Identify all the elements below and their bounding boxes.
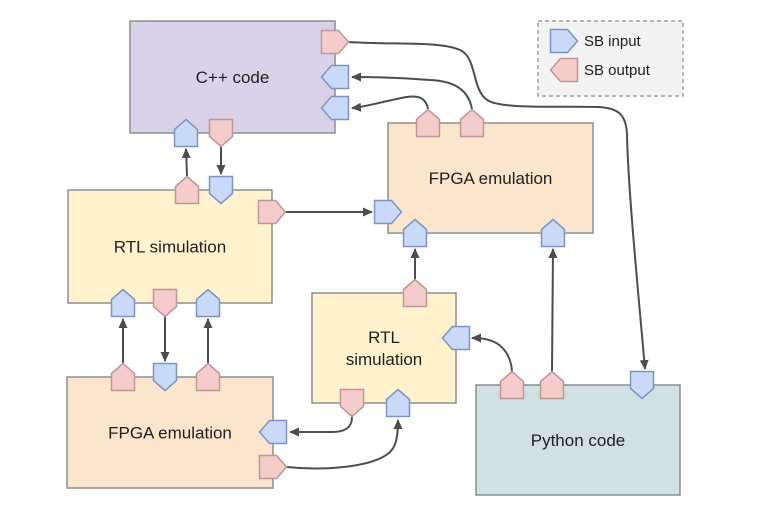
node-fpga-emulation-top: FPGA emulation — [387, 122, 594, 234]
fpgaT-sb-output-top-1-sb-output-icon — [415, 108, 441, 138]
rtlM-sb-output-bottom-sb-output-icon — [339, 388, 365, 418]
rtlL-sb-input-bottom-1-sb-input-icon — [110, 288, 136, 318]
node-cpp-code-box — [129, 20, 336, 134]
node-fpga-emulation-top-label: FPGA emulation — [429, 169, 553, 188]
rtlM-sb-output-top-sb-output-icon — [402, 278, 428, 308]
py-sb-input-top-sb-input-icon — [629, 370, 655, 400]
node-rtl-simulation-mid-label: RTL — [368, 328, 400, 347]
node-cpp-code-label: C++ code — [196, 68, 270, 87]
node-rtl-simulation-left: RTL simulation — [67, 189, 273, 304]
rtlL-sb-output-bottom-sb-output-icon — [152, 288, 178, 318]
edge-py-sb-output-top-2-to-fpgaT-sb-input-bottom-2 — [548, 248, 558, 372]
legend-item-output: SB output — [549, 57, 651, 83]
cpp-sb-input-bottom-sb-input-icon — [173, 118, 199, 148]
legend-item-input: SB input — [549, 28, 642, 54]
node-fpga-emulation-bot: FPGA emulation — [66, 376, 274, 489]
node-rtl-simulation-left-label: RTL simulation — [114, 238, 226, 257]
rtlL-sb-output-top-sb-output-icon — [174, 175, 200, 205]
fpgaT-sb-input-bottom-2-sb-input-icon — [540, 218, 566, 248]
edge-py-sb-output-top-1-to-rtlM-sb-input-right — [471, 333, 513, 372]
node-python-code: Python code — [475, 384, 681, 496]
node-rtl-simulation-mid-box — [311, 292, 457, 404]
rtlL-sb-input-top-sb-input-icon — [208, 175, 234, 205]
fpgaT-sb-input-left-sb-input-icon — [373, 199, 403, 225]
legend: SB input SB output — [537, 20, 684, 97]
legend-item-label: SB input — [584, 33, 642, 50]
py-sb-output-top-1-sb-output-icon — [499, 370, 525, 400]
edge-fpgaT-sb-output-top-1-to-cpp-sb-input-right-2 — [351, 95, 429, 112]
fpgaB-sb-output-top-2-sb-output-icon — [195, 362, 221, 392]
py-sb-output-top-2-sb-output-icon — [539, 370, 565, 400]
edge-rtlL-sb-output-top-to-cpp-sb-input-bottom — [181, 148, 191, 177]
edge-fpgaB-sb-output-right-to-rtlM-sb-input-bottom — [286, 419, 403, 470]
cpp-sb-input-right-2-sb-input-icon — [320, 95, 350, 121]
node-fpga-emulation-bot-label: FPGA emulation — [108, 424, 232, 443]
edge-fpgaT-sb-output-top-2-to-cpp-sb-input-right-1 — [351, 72, 473, 110]
node-rtl-simulation-left-box — [67, 189, 273, 304]
cpp-sb-input-right-1-sb-input-icon — [320, 64, 350, 90]
cpp-sb-output-right-sb-output-icon — [320, 29, 350, 55]
node-cpp-code: C++ code — [129, 20, 336, 134]
fpgaT-sb-output-top-2-sb-output-icon — [459, 108, 485, 138]
node-fpga-emulation-top-box — [387, 122, 594, 234]
sb-input-icon — [549, 28, 579, 54]
fpgaT-sb-input-bottom-1-sb-input-icon — [402, 218, 428, 248]
node-python-code-box — [475, 384, 681, 496]
fpgaB-sb-output-right-sb-output-icon — [258, 454, 288, 480]
node-rtl-simulation-mid-label: simulation — [346, 350, 423, 369]
edge-rtlM-sb-output-bottom-to-fpgaB-sb-input-right — [289, 416, 353, 437]
sb-output-icon — [549, 57, 579, 83]
node-python-code-label: Python code — [531, 431, 626, 450]
node-rtl-simulation-mid: RTL simulation — [311, 292, 457, 404]
rtlM-sb-input-bottom-sb-input-icon — [385, 388, 411, 418]
edge-cpp-sb-output-right-to-py-sb-input-top — [348, 41, 649, 370]
fpgaB-sb-input-right-sb-input-icon — [258, 419, 288, 445]
cpp-sb-output-bottom-sb-output-icon — [208, 118, 234, 148]
rtlL-sb-input-bottom-2-sb-input-icon — [195, 288, 221, 318]
fpgaB-sb-output-top-1-sb-output-icon — [110, 362, 136, 392]
rtlL-sb-output-right-sb-output-icon — [257, 199, 287, 225]
fpgaB-sb-input-top-sb-input-icon — [152, 362, 178, 392]
legend-item-label: SB output — [584, 62, 651, 79]
rtlM-sb-input-right-sb-input-icon — [441, 325, 471, 351]
